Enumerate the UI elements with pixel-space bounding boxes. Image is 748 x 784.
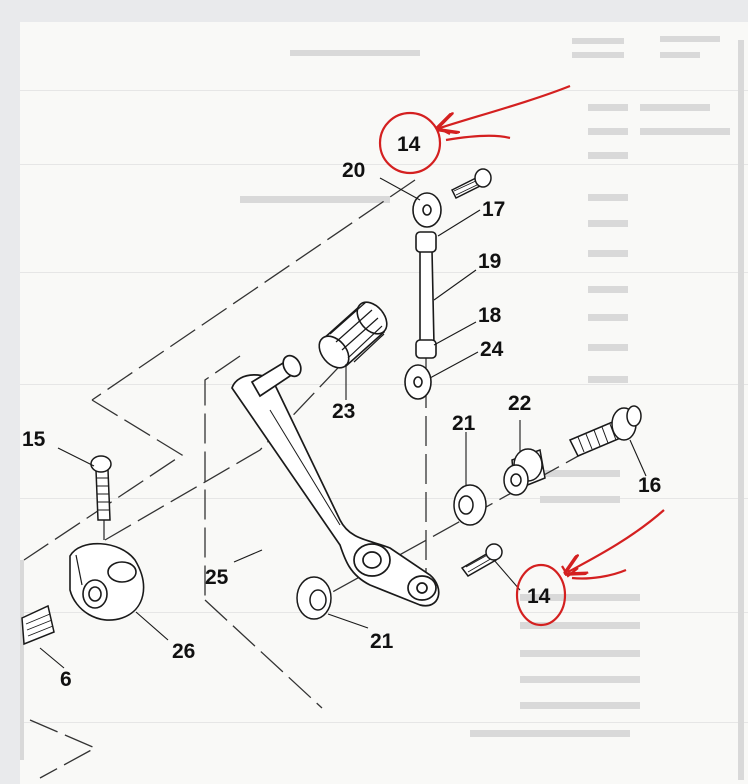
pinch-clamp-26 [69, 542, 145, 621]
table-rule [20, 498, 748, 499]
table-rule [20, 722, 748, 723]
callout-24: 24 [480, 338, 504, 361]
leader-lines [39, 177, 647, 669]
callout-6: 6 [60, 668, 72, 691]
callout-20: 20 [342, 159, 365, 182]
callout-labels: 14 20 17 19 18 24 23 21 22 16 15 25 14 2… [22, 133, 661, 691]
red-arrow-lower [568, 509, 665, 572]
callout-22: 22 [508, 392, 531, 415]
bolt-14-lower [460, 543, 503, 577]
washer-21-upper [453, 484, 487, 526]
assembly-guide-lines [23, 179, 581, 779]
bolt-16 [568, 405, 642, 457]
red-arrow-upper [440, 84, 571, 128]
callout-16: 16 [638, 474, 661, 497]
callout-18: 18 [478, 304, 502, 327]
callout-17: 17 [482, 198, 505, 221]
red-circle-lower-14 [515, 563, 567, 627]
callout-21-lower: 21 [370, 630, 394, 653]
red-circle-upper-14 [378, 111, 442, 175]
table-rule [20, 612, 748, 613]
shift-lever-25 [231, 354, 440, 607]
table-rule [20, 90, 748, 91]
spacer-22 [503, 448, 546, 496]
table-rule [20, 272, 748, 273]
faded-table-text [20, 36, 744, 780]
callout-15: 15 [22, 428, 46, 451]
table-rule [20, 164, 748, 165]
bolt-15 [90, 455, 112, 521]
red-highlight-annotations [378, 84, 665, 627]
callout-23: 23 [332, 400, 355, 423]
footpeg-rubber-23 [318, 301, 388, 369]
callout-26: 26 [172, 640, 195, 663]
callout-14-lower: 14 [527, 585, 551, 608]
exploded-parts-diagram: 14 20 17 19 18 24 23 21 22 16 15 25 14 2… [20, 36, 744, 780]
shift-shaft-6 [21, 604, 55, 646]
callout-19: 19 [478, 250, 501, 273]
parts-catalog-page: 14 20 17 19 18 24 23 21 22 16 15 25 14 2… [20, 22, 748, 784]
bolt-14-upper [450, 168, 492, 200]
washer-21-lower [296, 576, 332, 620]
shift-rod [404, 192, 442, 400]
callout-21-upper: 21 [452, 412, 476, 435]
callout-14-upper: 14 [397, 133, 421, 156]
callout-25: 25 [205, 566, 229, 589]
table-rule [20, 384, 748, 385]
